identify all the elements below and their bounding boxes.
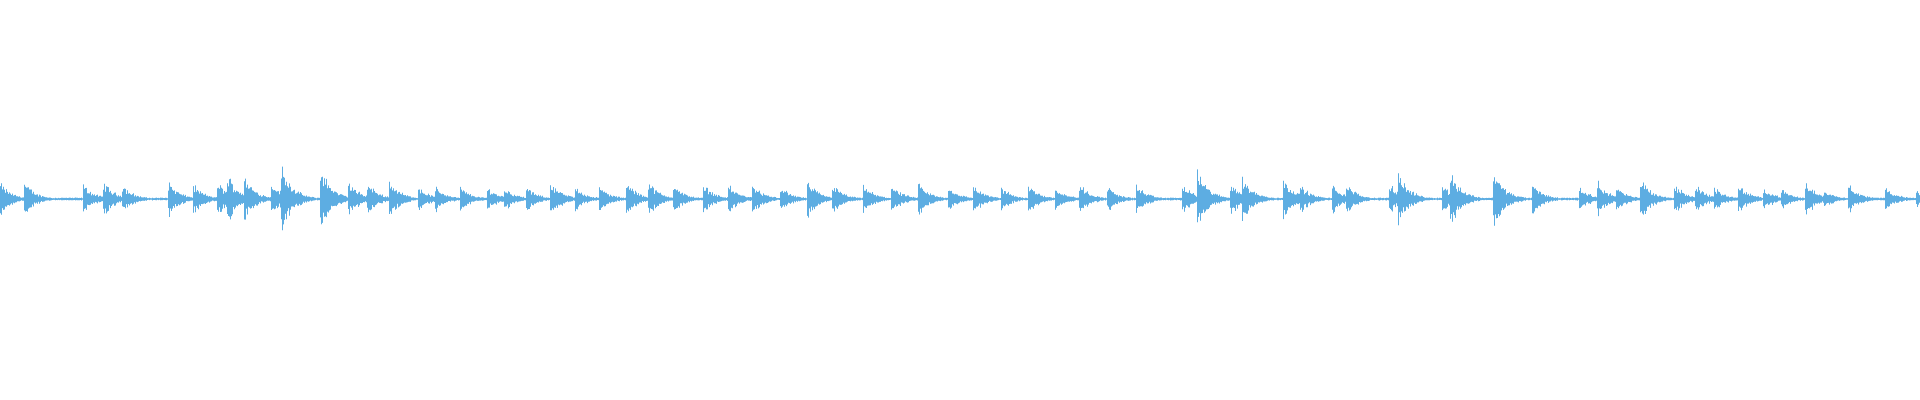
waveform-trace: [0, 166, 1920, 231]
